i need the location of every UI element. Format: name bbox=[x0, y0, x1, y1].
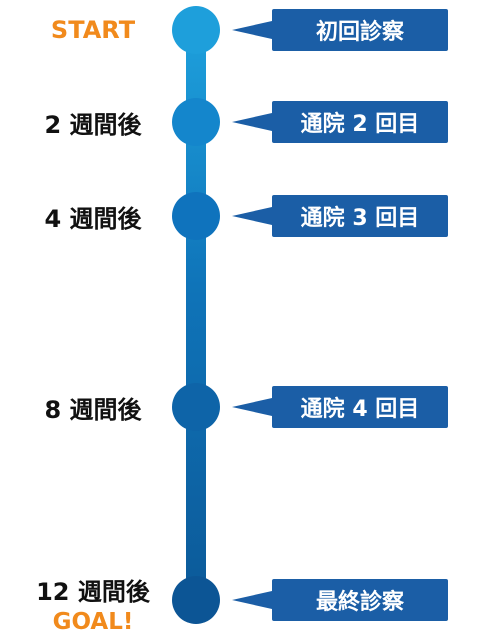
stop-label-week-2: 2 週間後 bbox=[44, 110, 142, 139]
timeline-dot bbox=[172, 383, 220, 431]
stop-label-week-4: 4 週間後 bbox=[44, 204, 142, 233]
timeline-dot bbox=[172, 192, 220, 240]
goal-label: GOAL! bbox=[52, 608, 134, 635]
timeline-stop-week-12: 最終診察 bbox=[0, 570, 480, 630]
timeline-stop-week-8: 8 週間後 通院 4 回目 bbox=[0, 377, 480, 437]
stop-box-first-visit: 初回診察 bbox=[232, 9, 448, 51]
stop-box-visit-2: 通院 2 回目 bbox=[232, 101, 448, 143]
timeline-stop-week-2: 2 週間後 通院 2 回目 bbox=[0, 92, 480, 152]
stop-label-week-12: 12 週間後 bbox=[36, 577, 150, 606]
stop-box-visit-4: 通院 4 回目 bbox=[232, 386, 448, 428]
timeline-dot bbox=[172, 98, 220, 146]
timeline-rail bbox=[186, 28, 206, 600]
stop-box-visit-3: 通院 3 回目 bbox=[232, 195, 448, 237]
stop-box-final-visit: 最終診察 bbox=[232, 579, 448, 621]
timeline-stop-start: START 初回診察 bbox=[0, 0, 480, 60]
stop-label-week-8: 8 週間後 bbox=[44, 395, 142, 424]
timeline-dot bbox=[172, 6, 220, 54]
timeline-stop-week-4: 4 週間後 通院 3 回目 bbox=[0, 186, 480, 246]
stop-label-start: START bbox=[50, 16, 136, 44]
timeline-dot bbox=[172, 576, 220, 624]
goal-label-group: 12 週間後 GOAL! bbox=[0, 566, 186, 640]
